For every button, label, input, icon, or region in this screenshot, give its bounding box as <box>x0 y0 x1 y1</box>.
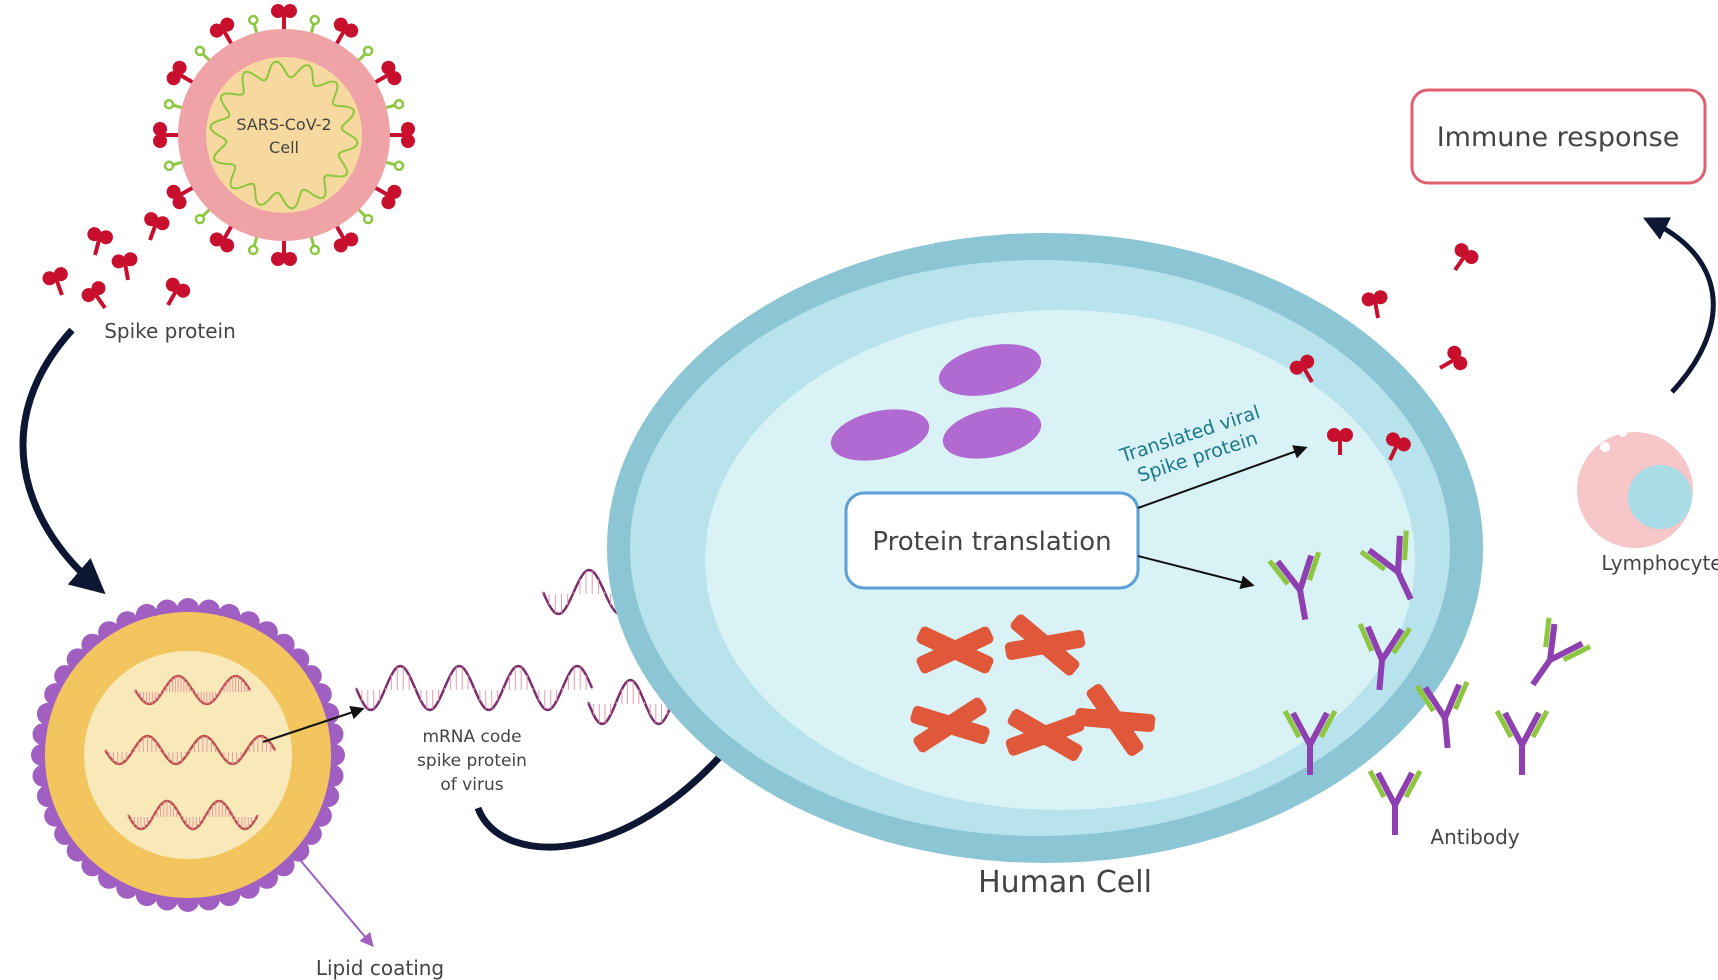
virus-label-line1: SARS-CoV-2 <box>236 115 331 134</box>
sars-cov-2-virus: SARS-CoV-2 Cell <box>151 2 417 268</box>
translation-to-spike-arrow <box>1137 445 1308 509</box>
protein-translation-box <box>844 491 1140 590</box>
virus-label-line2: Cell <box>269 138 299 157</box>
spike-to-nanoparticle-arrow <box>19 327 106 595</box>
translation-to-antibody-arrow <box>1137 555 1255 590</box>
lymphocyte <box>1577 423 1693 548</box>
mrna-label-line2: spike protein <box>417 751 527 771</box>
virus-spike-red <box>151 120 182 150</box>
antibody-label: Antibody <box>1430 825 1519 849</box>
immune-response-label: Immune response <box>1437 122 1680 153</box>
mrna-label-line1: mRNA code <box>422 727 521 747</box>
virus-spike-red <box>386 120 417 150</box>
lipid-nanoparticle <box>31 598 345 912</box>
nanoparticle-mrna <box>103 674 277 831</box>
nano-mrna-strand <box>103 734 277 766</box>
organelles <box>830 344 1042 461</box>
mrna-strand <box>354 664 594 712</box>
mrna-out-arrow <box>262 705 365 743</box>
virus-spike-red <box>269 2 299 33</box>
lymphocyte-label: Lymphocyte <box>1601 551 1718 575</box>
lipid-coating-pointer <box>299 859 374 948</box>
lymphocyte-nucleus <box>1628 465 1692 529</box>
mrna-into-cell-arrow <box>474 708 759 851</box>
lipid-beads <box>31 598 345 912</box>
free-spike-proteins <box>38 208 195 318</box>
virus-rna <box>209 60 359 210</box>
mrna-label-line3: of virus <box>440 775 503 795</box>
immune-response-box <box>1410 88 1707 185</box>
lipid-coating-label: Lipid coating <box>316 956 444 980</box>
virus-core <box>206 57 362 213</box>
spike-protein-label: Spike protein <box>104 319 236 343</box>
protein-translation-label: Protein translation <box>872 527 1111 557</box>
nano-mrna-strand <box>126 799 260 831</box>
lymphocyte-to-immune-arrow <box>1643 217 1716 394</box>
human-cell-label: Human Cell <box>978 865 1152 900</box>
nano-mrna-strand <box>133 674 252 706</box>
virus-spike-red <box>269 237 299 268</box>
